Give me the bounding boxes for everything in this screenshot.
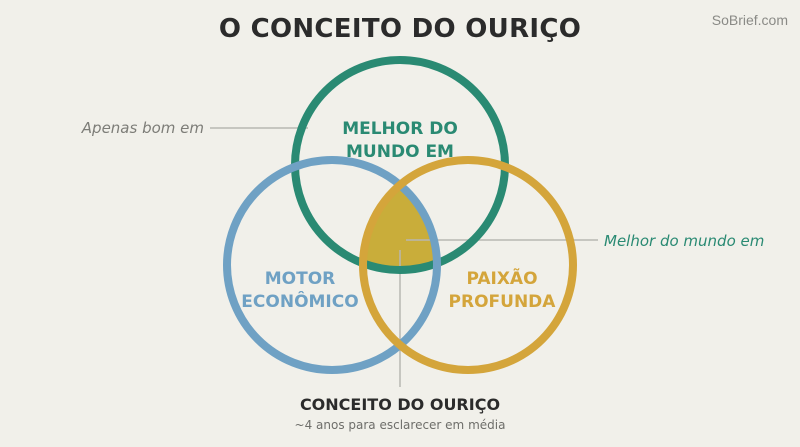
circle-deep-passion — [359, 156, 577, 374]
label-economic-engine-line2: ECONÔMICO — [241, 290, 358, 312]
label-economic-engine-line1: MOTOR — [265, 269, 336, 289]
label-best-in-world-line1: MELHOR DO — [342, 119, 458, 139]
hedgehog-concept-subtitle: ~4 anos para esclarecer em média — [295, 418, 506, 432]
hedgehog-intersection — [363, 160, 437, 270]
page-title: O CONCEITO DO OURIÇO — [218, 14, 582, 44]
label-best-in-world-line2: MUNDO EM — [346, 142, 454, 162]
label-deep-passion-line1: PAIXÃO — [466, 266, 537, 289]
annotation-best-in-world: Melhor do mundo em — [604, 232, 764, 250]
watermark: SoBrief.com — [711, 12, 788, 28]
label-deep-passion-line2: PROFUNDA — [449, 292, 557, 312]
circle-economic-engine — [223, 156, 441, 374]
annotation-just-good-at: Apenas bom em — [81, 119, 204, 137]
hedgehog-concept-label: CONCEITO DO OURIÇO — [300, 395, 500, 414]
